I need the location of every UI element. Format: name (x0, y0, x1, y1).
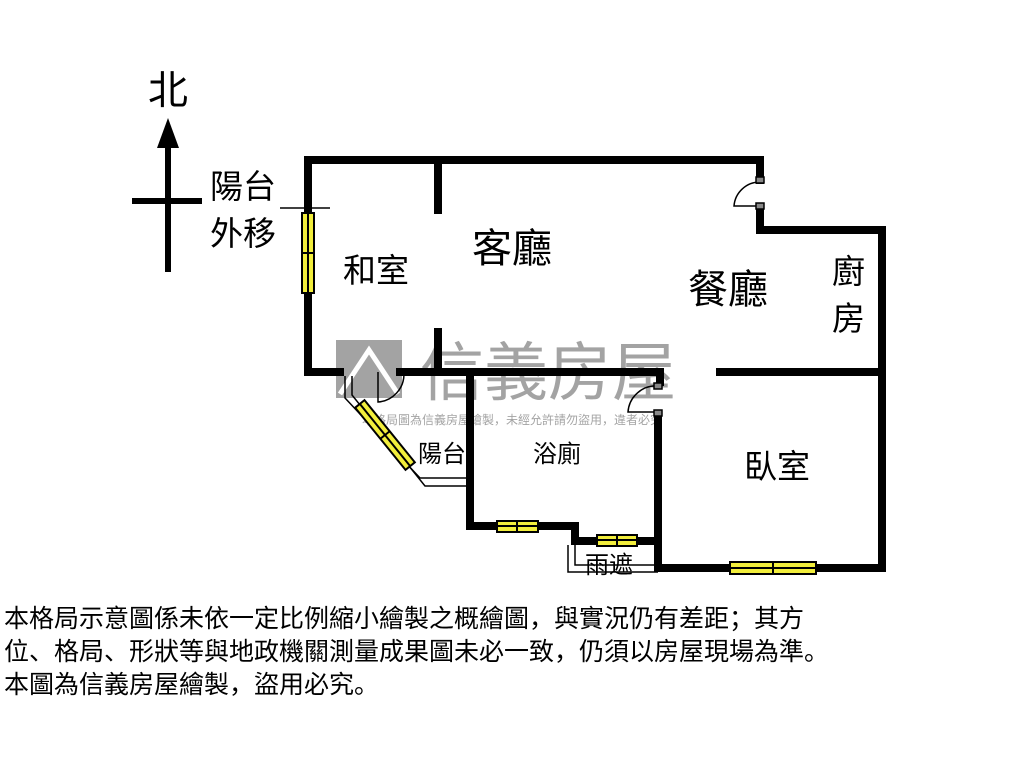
japanese-room-label: 和室 (343, 251, 409, 290)
disclaimer-line: 位、格局、形狀等與地政機關測量成果圖未必一致，仍須以房屋現場為準。 (4, 637, 830, 666)
bathroom-label: 浴廁 (533, 440, 581, 468)
bedroom-label: 臥室 (744, 447, 810, 486)
north-label: 北 (148, 68, 188, 114)
balcony-moved-label-1: 陽台 (210, 167, 276, 206)
windows (301, 212, 817, 575)
kitchen-label-1: 廚 (832, 252, 865, 291)
thin-lines (280, 207, 658, 573)
living-room-label: 客廳 (472, 226, 552, 272)
watermark: 信義房屋 本格局圖為信義房屋繪製，未經允許請勿盜用，違者必究 (336, 337, 676, 427)
watermark-notice: 本格局圖為信義房屋繪製，未經允許請勿盜用，違者必究 (362, 412, 662, 427)
north-arrow-icon (157, 118, 179, 148)
dining-room-label: 餐廳 (688, 267, 768, 313)
door-bedroom (627, 385, 659, 413)
disclaimer-line: 本圖為信義房屋繪製，盜用必究。 (4, 670, 380, 699)
canopy-label: 雨遮 (585, 551, 633, 579)
balcony-label: 陽台 (418, 440, 466, 468)
doors (377, 176, 765, 417)
door-balcony (377, 372, 405, 403)
kitchen-label-2: 房 (832, 299, 865, 338)
compass: 北 (132, 68, 202, 272)
disclaimer-line: 本格局示意圖係未依一定比例縮小繪製之概繪圖，與實況仍有差距；其方 (4, 604, 805, 633)
balcony-moved-label-2: 外移 (210, 214, 276, 253)
disclaimer: 本格局示意圖係未依一定比例縮小繪製之概繪圖，與實況仍有差距；其方 位、格局、形狀… (4, 602, 1024, 701)
